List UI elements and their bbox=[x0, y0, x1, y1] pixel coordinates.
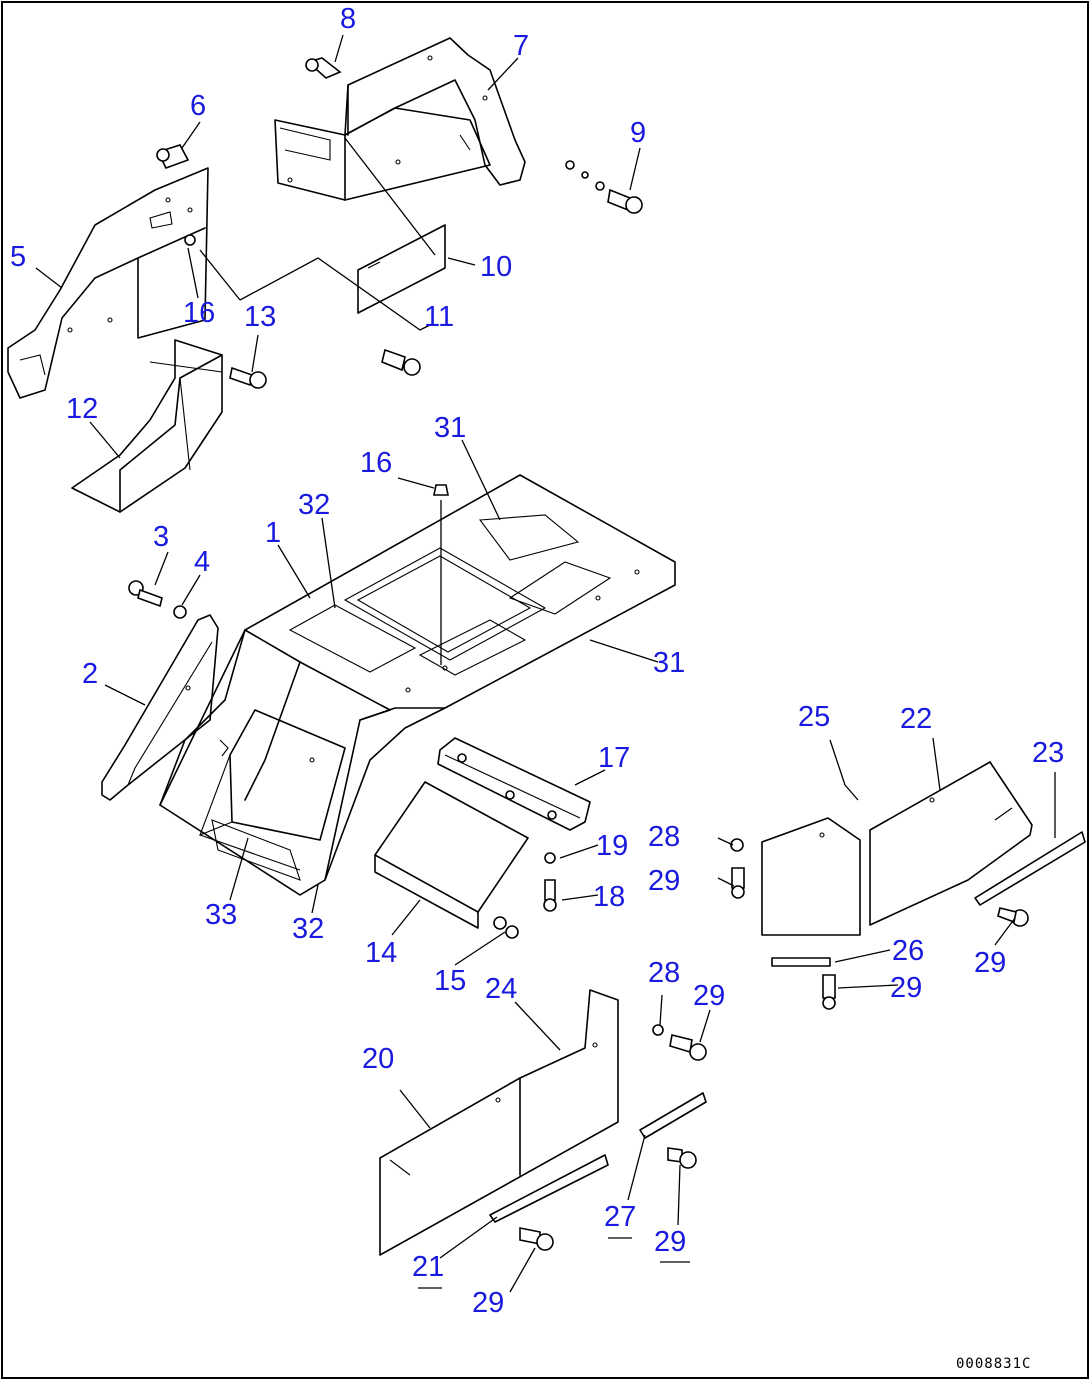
part-25-plate bbox=[761, 817, 861, 936]
callout-13: 13 bbox=[244, 301, 276, 333]
callout-1: 1 bbox=[265, 517, 281, 549]
callout-31-right: 31 bbox=[653, 647, 685, 679]
part-22-right-cover bbox=[869, 761, 1033, 926]
hardware bbox=[128, 57, 1029, 1251]
part-12-bracket bbox=[71, 339, 223, 513]
callout-29-lower-c: 29 bbox=[472, 1287, 504, 1319]
callout-24: 24 bbox=[485, 973, 517, 1005]
callout-29-right-a: 29 bbox=[648, 865, 680, 897]
callout-16-lower: 16 bbox=[360, 447, 392, 479]
callout-8: 8 bbox=[340, 3, 356, 35]
callout-29-right-c: 29 bbox=[890, 972, 922, 1004]
part-17-rail bbox=[437, 737, 591, 831]
callout-11: 11 bbox=[424, 301, 454, 333]
part-26-strip bbox=[771, 957, 831, 967]
callout-29-right-b: 29 bbox=[974, 947, 1006, 979]
callout-22: 22 bbox=[900, 703, 932, 735]
callout-27: 27 bbox=[604, 1201, 636, 1233]
callout-5: 5 bbox=[10, 241, 26, 273]
callout-33: 33 bbox=[205, 899, 237, 931]
callout-15: 15 bbox=[434, 965, 466, 997]
callout-21: 21 bbox=[412, 1251, 444, 1283]
callout-3: 3 bbox=[153, 521, 169, 553]
callout-9: 9 bbox=[630, 117, 646, 149]
callout-14: 14 bbox=[365, 937, 397, 969]
callout-29-lower-a: 29 bbox=[693, 980, 725, 1012]
drawing-reference-code: 0008831C bbox=[956, 1356, 1031, 1372]
callout-23: 23 bbox=[1032, 737, 1064, 769]
part-5-left-cover bbox=[7, 167, 209, 399]
part-23-strip bbox=[974, 831, 1086, 906]
callout-7: 7 bbox=[513, 30, 529, 62]
leader-lines bbox=[35, 34, 1056, 1293]
callout-32-top: 32 bbox=[298, 489, 330, 521]
callout-26: 26 bbox=[892, 935, 924, 967]
callout-32-bottom: 32 bbox=[292, 913, 324, 945]
part-21-strip bbox=[489, 1154, 609, 1223]
callout-10: 10 bbox=[480, 251, 512, 283]
callout-2: 2 bbox=[82, 658, 98, 690]
part-7-cover-bracket bbox=[274, 37, 526, 201]
part-14-bottom-plate bbox=[374, 781, 529, 929]
part-27-strip bbox=[639, 1092, 707, 1139]
part-20-24-lower-covers bbox=[379, 989, 619, 1256]
callout-12: 12 bbox=[66, 393, 98, 425]
callout-4: 4 bbox=[194, 546, 210, 578]
callouts: 8 7 9 6 5 10 16 13 11 12 31 16 32 1 3 4 … bbox=[10, 3, 1064, 1319]
callout-17: 17 bbox=[598, 742, 630, 774]
callout-18: 18 bbox=[593, 881, 625, 913]
callout-28-lower: 28 bbox=[648, 957, 680, 989]
callout-29-lower-b: 29 bbox=[654, 1226, 686, 1258]
callout-31-top: 31 bbox=[434, 412, 466, 444]
callout-6: 6 bbox=[190, 90, 206, 122]
callout-25: 25 bbox=[798, 701, 830, 733]
callout-16-upper: 16 bbox=[183, 297, 215, 329]
part-2-side-panel bbox=[101, 614, 219, 801]
callout-19: 19 bbox=[596, 830, 628, 862]
part-1-main-frame bbox=[159, 474, 676, 896]
callout-28-right: 28 bbox=[648, 821, 680, 853]
callout-20: 20 bbox=[362, 1043, 394, 1075]
part-10-plate bbox=[357, 224, 446, 314]
